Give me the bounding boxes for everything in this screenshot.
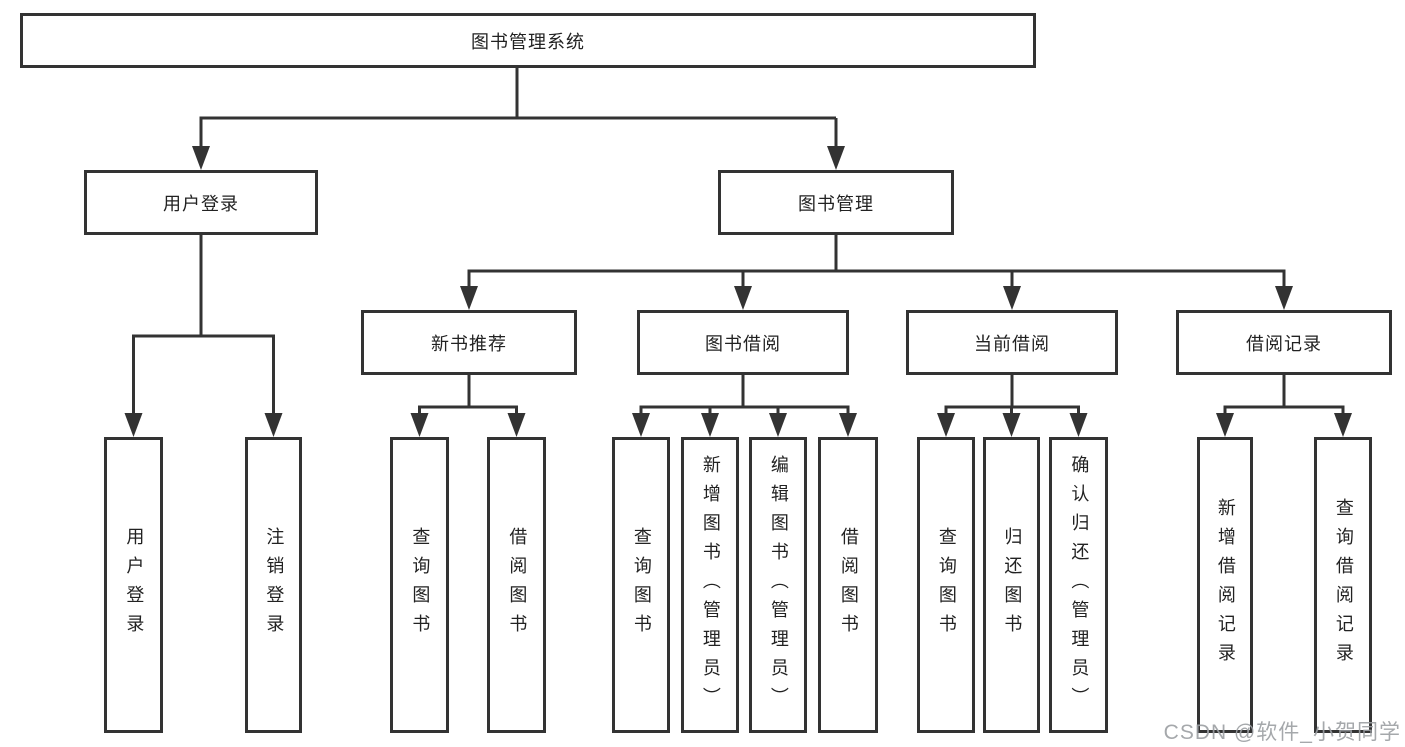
- leaf-return-books-label: 归还图书: [1002, 527, 1023, 643]
- leaf-add-book-admin: 新增图书（管理员）: [681, 437, 739, 733]
- node-library-system-label: 图书管理系统: [471, 31, 585, 52]
- node-book-management: 图书管理: [718, 170, 954, 235]
- leaf-query-borrow-record-label: 查询借阅记录: [1333, 498, 1354, 672]
- leaf-add-borrow-record: 新增借阅记录: [1197, 437, 1253, 733]
- leaf-user-login: 用户登录: [104, 437, 163, 733]
- node-book-borrowing-label: 图书借阅: [705, 333, 781, 354]
- node-book-management-label: 图书管理: [798, 193, 874, 214]
- leaf-logout-label: 注销登录: [264, 527, 285, 643]
- leaf-query-books-3-label: 查询图书: [936, 527, 957, 643]
- node-current-borrowing-label: 当前借阅: [974, 333, 1050, 354]
- leaf-query-books-3: 查询图书: [917, 437, 975, 733]
- leaf-query-books-1: 查询图书: [390, 437, 449, 733]
- leaf-return-books: 归还图书: [983, 437, 1040, 733]
- leaf-query-books-2: 查询图书: [612, 437, 670, 733]
- arrowheads: [124, 146, 1352, 437]
- leaf-add-borrow-record-label: 新增借阅记录: [1215, 498, 1236, 672]
- node-user-login: 用户登录: [84, 170, 318, 235]
- node-borrow-records: 借阅记录: [1176, 310, 1392, 375]
- leaf-edit-book-admin-label: 编辑图书（管理员）: [768, 454, 789, 716]
- connector-lines: [132, 68, 1345, 417]
- node-library-system: 图书管理系统: [20, 13, 1036, 68]
- node-new-book-recommend-label: 新书推荐: [431, 333, 507, 354]
- leaf-borrow-books-1-label: 借阅图书: [507, 527, 528, 643]
- leaf-user-login-label: 用户登录: [124, 527, 145, 643]
- node-user-login-label: 用户登录: [163, 193, 239, 214]
- leaf-edit-book-admin: 编辑图书（管理员）: [749, 437, 807, 733]
- leaf-confirm-return-admin: 确认归还（管理员）: [1049, 437, 1108, 733]
- leaf-query-books-2-label: 查询图书: [631, 527, 652, 643]
- node-current-borrowing: 当前借阅: [906, 310, 1118, 375]
- leaf-borrow-books-2-label: 借阅图书: [838, 527, 859, 643]
- leaf-add-book-admin-label: 新增图书（管理员）: [700, 454, 721, 716]
- leaf-logout: 注销登录: [245, 437, 302, 733]
- node-book-borrowing: 图书借阅: [637, 310, 849, 375]
- leaf-query-books-1-label: 查询图书: [410, 527, 431, 643]
- leaf-confirm-return-admin-label: 确认归还（管理员）: [1069, 454, 1090, 716]
- leaf-query-borrow-record: 查询借阅记录: [1314, 437, 1372, 733]
- node-new-book-recommend: 新书推荐: [361, 310, 577, 375]
- node-borrow-records-label: 借阅记录: [1246, 333, 1322, 354]
- leaf-borrow-books-1: 借阅图书: [487, 437, 546, 733]
- leaf-borrow-books-2: 借阅图书: [818, 437, 878, 733]
